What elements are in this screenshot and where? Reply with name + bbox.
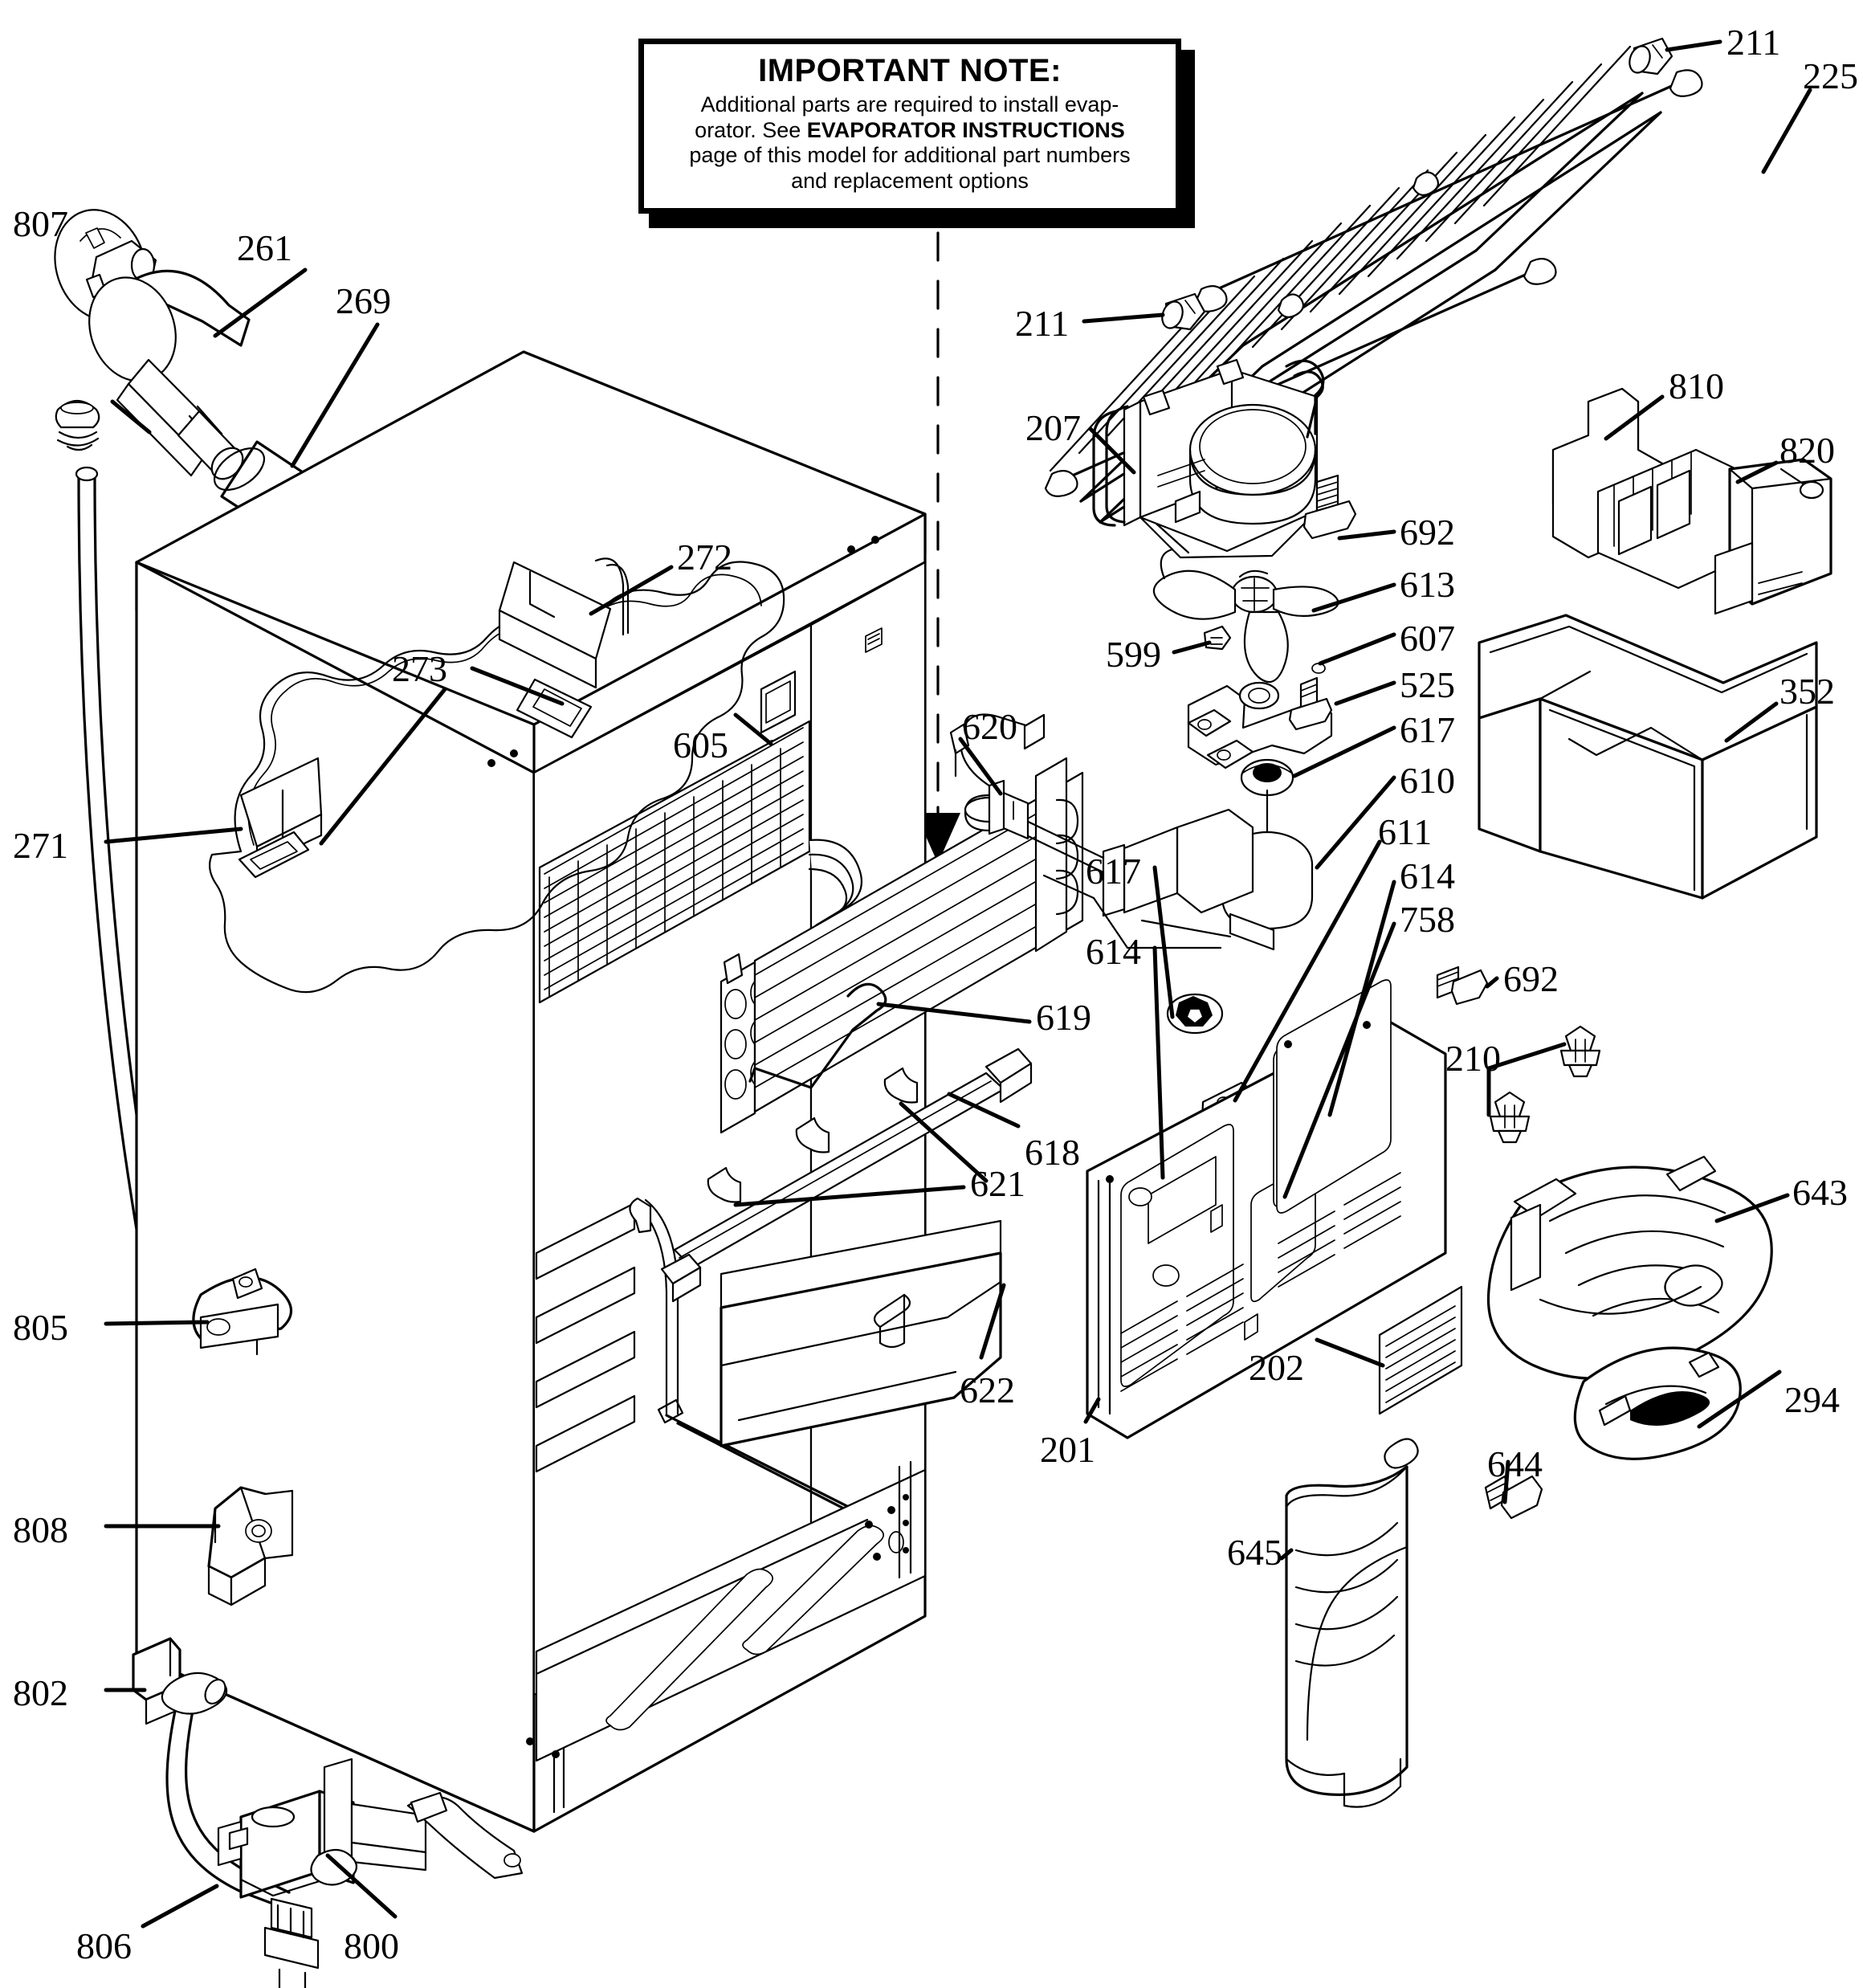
callout-label-810: 810 xyxy=(1669,365,1724,406)
callout-label-802: 802 xyxy=(13,1672,68,1713)
callout-label-805: 805 xyxy=(13,1307,68,1348)
callout-label-806: 806 xyxy=(76,1925,132,1966)
callout-label-611: 611 xyxy=(1378,811,1433,852)
note-line-3: page of this model for additional part n… xyxy=(689,143,1131,168)
callout-label-207: 207 xyxy=(1025,407,1081,448)
callout-label-643: 643 xyxy=(1792,1172,1848,1213)
mounting-bracket-611 xyxy=(1163,1081,1331,1197)
important-note-box: IMPORTANT NOTE: Additional parts are req… xyxy=(638,39,1181,214)
shelf-trim-622 xyxy=(720,1219,1002,1447)
callout-label-692b: 692 xyxy=(1503,958,1559,999)
callout-label-808: 808 xyxy=(13,1509,68,1550)
air-duct-645 xyxy=(1285,1438,1419,1808)
grommet-617-lower xyxy=(1166,993,1224,1035)
ice-bucket-352 xyxy=(1478,614,1818,900)
water-supply-tube-806 xyxy=(75,466,291,1907)
callout-label-211t: 211 xyxy=(1726,22,1781,63)
callout-label-617a: 617 xyxy=(1400,709,1455,750)
callout-label-202: 202 xyxy=(1249,1347,1304,1388)
grommet-617-upper xyxy=(1240,758,1294,797)
push-pin-210-upper xyxy=(1559,1025,1601,1078)
callout-label-273: 273 xyxy=(392,648,447,689)
note-line-2-prefix: orator. See xyxy=(695,117,807,142)
callout-label-619: 619 xyxy=(1036,997,1091,1038)
vent-grille-202 xyxy=(1378,1285,1463,1415)
door-gasket-271-273 xyxy=(208,557,785,994)
tube-clamp-805 xyxy=(192,1268,293,1356)
callout-label-692a: 692 xyxy=(1400,512,1455,553)
shelf-support-clip-211-top xyxy=(1629,37,1673,76)
callout-label-621: 621 xyxy=(970,1163,1025,1204)
callout-label-605: 605 xyxy=(673,725,728,765)
shelf-support-clip-211-left xyxy=(1161,292,1206,331)
tube-clip-802 xyxy=(132,1637,228,1725)
callout-label-225: 225 xyxy=(1803,55,1858,96)
fan-motor-610 xyxy=(988,779,1314,951)
note-heading: IMPORTANT NOTE: xyxy=(758,53,1062,88)
callout-label-599: 599 xyxy=(1106,634,1161,675)
callout-label-645: 645 xyxy=(1227,1532,1282,1573)
callout-label-269: 269 xyxy=(336,280,391,321)
callout-label-618: 618 xyxy=(1025,1132,1080,1173)
bolt-692-upper xyxy=(1302,474,1357,540)
cabinet-floor-drain xyxy=(526,1468,927,1762)
callout-label-622: 622 xyxy=(960,1370,1015,1410)
air-duct-cover-643 xyxy=(1486,1155,1773,1380)
callout-label-613: 613 xyxy=(1400,564,1455,605)
motor-bracket-607 xyxy=(1187,625,1333,769)
callout-label-272: 272 xyxy=(677,537,732,578)
callout-label-210: 210 xyxy=(1445,1038,1501,1079)
callout-label-610: 610 xyxy=(1400,760,1455,801)
temperature-control-605 xyxy=(760,627,883,807)
refrigerator-cabinet xyxy=(135,350,927,1833)
fan-blade-613 xyxy=(1152,548,1339,684)
callout-label-617b: 617 xyxy=(1086,851,1141,892)
tube-clip-808 xyxy=(207,1486,294,1606)
push-pin-210-lower xyxy=(1489,1091,1531,1144)
fan-shroud-207 xyxy=(1092,358,1325,559)
callout-label-800: 800 xyxy=(344,1925,399,1966)
callout-label-525: 525 xyxy=(1400,664,1455,705)
evaporator-assembly xyxy=(629,713,1084,1303)
callout-label-294: 294 xyxy=(1784,1379,1840,1420)
note-line-4: and replacement options xyxy=(791,168,1029,193)
screw-758 xyxy=(1253,1179,1298,1234)
cabinet-liner-shelves xyxy=(535,1198,927,1552)
defrost-heater-618 xyxy=(629,982,1033,1303)
callout-label-614a: 614 xyxy=(1400,855,1455,896)
small-cover-294 xyxy=(1573,1346,1742,1460)
callout-label-261: 261 xyxy=(237,227,292,268)
callout-label-211l: 211 xyxy=(1015,303,1070,344)
evaporator-pointer-dashed-line xyxy=(915,231,960,863)
note-line-1: Additional parts are required to install… xyxy=(700,92,1119,116)
note-line-2-emphasis: EVAPORATOR INSTRUCTIONS xyxy=(806,117,1125,142)
callout-label-352: 352 xyxy=(1779,671,1835,712)
callout-label-271: 271 xyxy=(13,825,68,866)
note-body: Additional parts are required to install… xyxy=(678,92,1141,194)
callout-label-620: 620 xyxy=(962,706,1017,747)
callout-label-607: 607 xyxy=(1400,618,1455,659)
callout-label-807: 807 xyxy=(13,203,68,244)
bolt-692-lower xyxy=(1436,965,1489,1006)
callout-label-201: 201 xyxy=(1040,1429,1095,1470)
ice-maker-810-820 xyxy=(1551,387,1832,615)
callout-label-644: 644 xyxy=(1487,1443,1543,1484)
callout-label-614b: 614 xyxy=(1086,931,1141,972)
callout-label-820: 820 xyxy=(1779,430,1835,471)
callout-label-758: 758 xyxy=(1400,899,1455,940)
